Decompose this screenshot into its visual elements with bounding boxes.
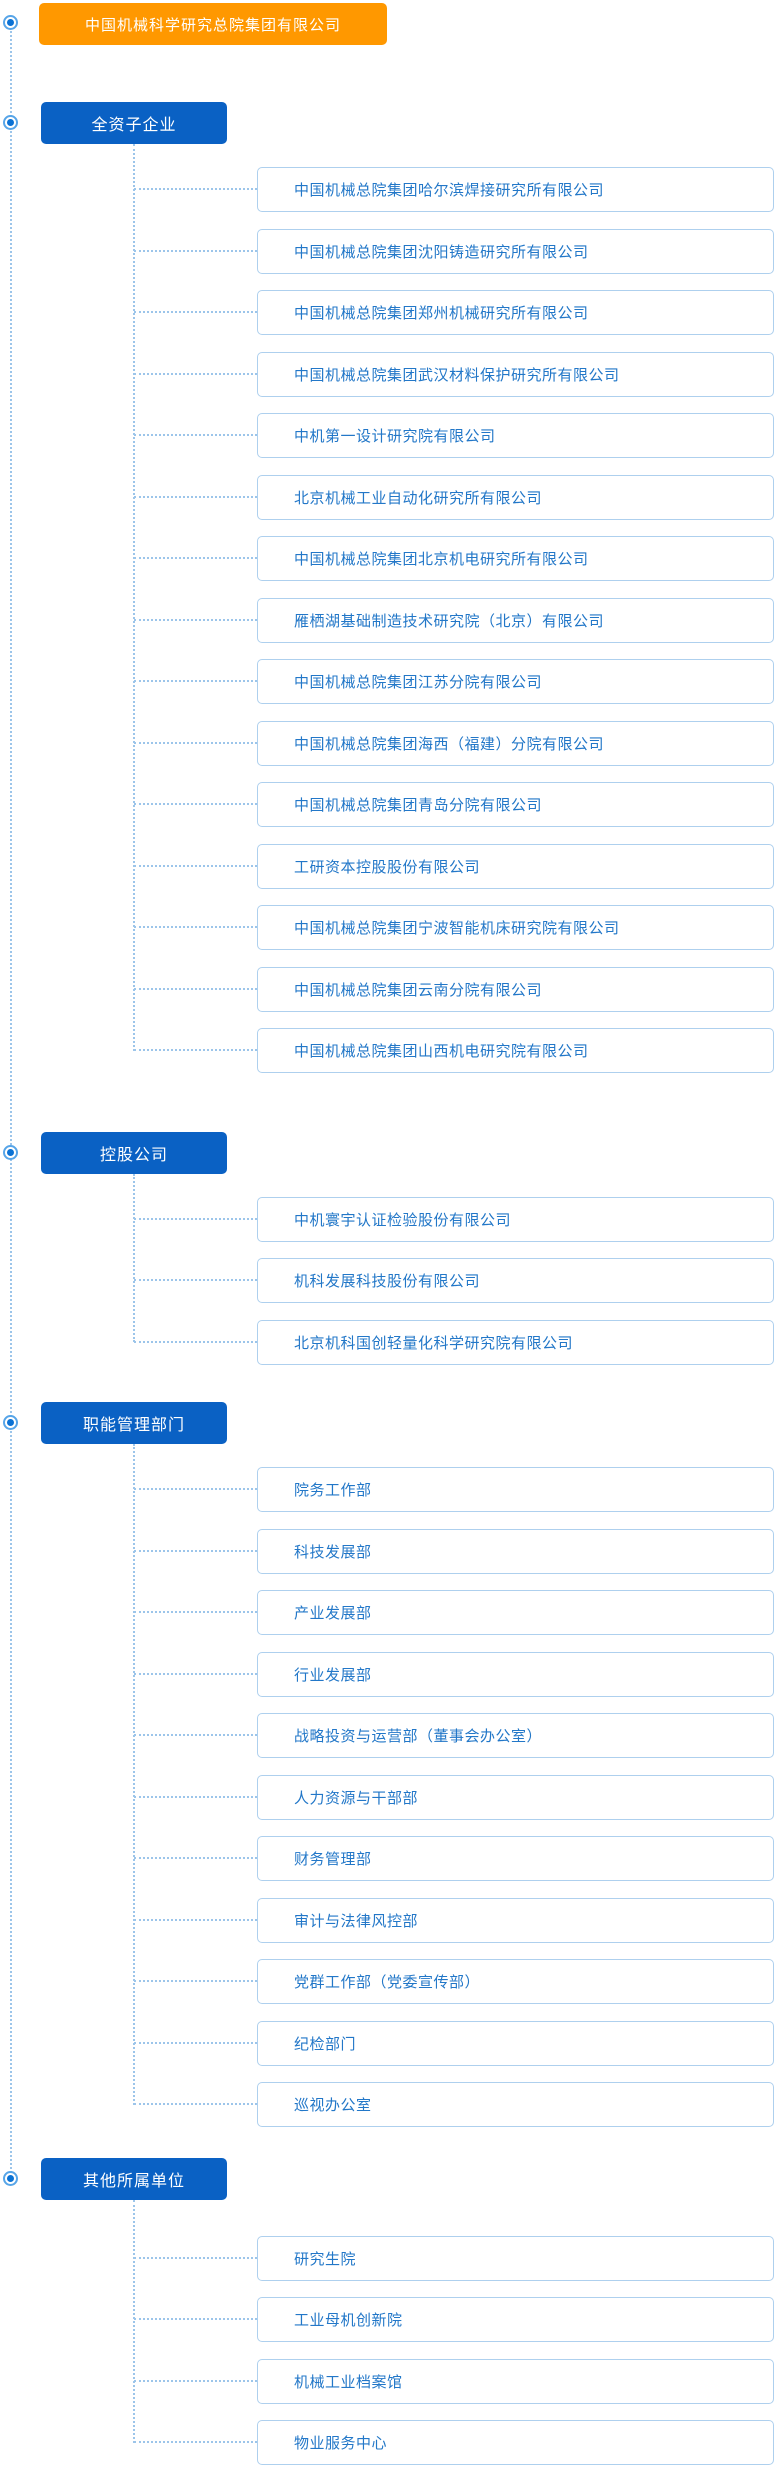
org-item-box[interactable]: 中国机械总院集团海西（福建）分院有限公司: [257, 720, 774, 766]
category-row: 控股公司: [0, 1131, 779, 1174]
org-item-row: 中机第一设计研究院有限公司: [0, 413, 779, 458]
root-org-box: 中国机械科学研究总院集团有限公司: [39, 3, 387, 45]
org-item-row: 中国机械总院集团哈尔滨焊接研究所有限公司: [0, 167, 779, 212]
category-children: 院务工作部 科技发展部 产业发展部 行业发展部 战略投资与运营部（董事会办公室）…: [0, 1444, 779, 2144]
category-row: 职能管理部门: [0, 1402, 779, 1444]
org-item-row: 机科发展科技股份有限公司: [0, 1258, 779, 1303]
org-item-row: 机械工业档案馆: [0, 2358, 779, 2404]
org-item-row: 产业发展部: [0, 1590, 779, 1635]
bullseye-icon: [3, 115, 18, 130]
org-item-row: 研究生院: [0, 2235, 779, 2281]
org-item-row: 中国机械总院集团山西机电研究院有限公司: [0, 1028, 779, 1073]
category-children: 研究生院 工业母机创新院 机械工业档案馆 物业服务中心: [0, 2199, 779, 2482]
category-row: 全资子企业: [0, 102, 779, 144]
org-item-box[interactable]: 工研资本控股股份有限公司: [257, 843, 774, 889]
org-item-row: 纪检部门: [0, 2020, 779, 2066]
org-item-row: 中国机械总院集团宁波智能机床研究院有限公司: [0, 905, 779, 950]
bullseye-icon: [3, 15, 18, 30]
org-item-box[interactable]: 机科发展科技股份有限公司: [257, 1258, 774, 1303]
org-item-box[interactable]: 研究生院: [257, 2235, 774, 2281]
org-item-row: 中国机械总院集团武汉材料保护研究所有限公司: [0, 351, 779, 397]
bullseye-icon: [3, 2170, 18, 2186]
category-box[interactable]: 控股公司: [41, 1131, 227, 1174]
org-item-row: 科技发展部: [0, 1528, 779, 1574]
org-section: 控股公司 中机寰宇认证检验股份有限公司 机科发展科技股份有限公司 北京机科国创轻…: [0, 1131, 779, 1382]
org-item-row: 行业发展部: [0, 1651, 779, 1697]
org-section: 全资子企业 中国机械总院集团哈尔滨焊接研究所有限公司 中国机械总院集团沈阳铸造研…: [0, 102, 779, 1090]
org-item-row: 巡视办公室: [0, 2082, 779, 2127]
org-item-box[interactable]: 北京机科国创轻量化科学研究院有限公司: [257, 1319, 774, 1365]
org-item-row: 人力资源与干部部: [0, 1774, 779, 1820]
org-item-row: 中国机械总院集团沈阳铸造研究所有限公司: [0, 228, 779, 274]
main-vertical-connector: [10, 24, 12, 2180]
org-item-box[interactable]: 中国机械总院集团云南分院有限公司: [257, 966, 774, 1012]
org-item-row: 中机寰宇认证检验股份有限公司: [0, 1196, 779, 1242]
org-item-box[interactable]: 行业发展部: [257, 1651, 774, 1697]
org-item-box[interactable]: 北京机械工业自动化研究所有限公司: [257, 474, 774, 520]
org-item-box[interactable]: 中国机械总院集团沈阳铸造研究所有限公司: [257, 228, 774, 274]
bullseye-icon: [3, 1415, 18, 1430]
org-item-box[interactable]: 中国机械总院集团山西机电研究院有限公司: [257, 1028, 774, 1073]
org-item-box[interactable]: 机械工业档案馆: [257, 2358, 774, 2404]
org-item-row: 北京机科国创轻量化科学研究院有限公司: [0, 1319, 779, 1365]
org-item-box[interactable]: 中国机械总院集团青岛分院有限公司: [257, 782, 774, 827]
category-box[interactable]: 职能管理部门: [41, 1402, 227, 1444]
org-item-row: 工研资本控股股份有限公司: [0, 843, 779, 889]
org-item-row: 中国机械总院集团北京机电研究所有限公司: [0, 536, 779, 581]
org-item-box[interactable]: 中国机械总院集团郑州机械研究所有限公司: [257, 290, 774, 335]
org-item-row: 党群工作部（党委宣传部）: [0, 1959, 779, 2004]
org-item-row: 工业母机创新院: [0, 2297, 779, 2342]
org-item-row: 战略投资与运营部（董事会办公室）: [0, 1713, 779, 1758]
org-item-box[interactable]: 科技发展部: [257, 1528, 774, 1574]
root-node: 中国机械科学研究总院集团有限公司: [0, 0, 779, 45]
org-item-row: 财务管理部: [0, 1836, 779, 1881]
category-box[interactable]: 其他所属单位: [41, 2157, 227, 2200]
org-item-box[interactable]: 物业服务中心: [257, 2420, 774, 2465]
org-section: 职能管理部门 院务工作部 科技发展部 产业发展部 行业发展部 战略投资与运营部（…: [0, 1402, 779, 2144]
category-box[interactable]: 全资子企业: [41, 102, 227, 144]
bullseye-icon: [3, 1144, 18, 1160]
org-item-box[interactable]: 中国机械总院集团哈尔滨焊接研究所有限公司: [257, 167, 774, 212]
org-section: 其他所属单位 研究生院 工业母机创新院 机械工业档案馆 物业服务中心: [0, 2157, 779, 2482]
org-item-row: 物业服务中心: [0, 2420, 779, 2465]
category-children: 中机寰宇认证检验股份有限公司 机科发展科技股份有限公司 北京机科国创轻量化科学研…: [0, 1173, 779, 1382]
org-item-box[interactable]: 战略投资与运营部（董事会办公室）: [257, 1713, 774, 1758]
org-item-row: 雁栖湖基础制造技术研究院（北京）有限公司: [0, 597, 779, 643]
category-row: 其他所属单位: [0, 2157, 779, 2200]
org-item-row: 中国机械总院集团云南分院有限公司: [0, 966, 779, 1012]
org-item-row: 审计与法律风控部: [0, 1897, 779, 1943]
org-item-box[interactable]: 中国机械总院集团武汉材料保护研究所有限公司: [257, 351, 774, 397]
org-item-row: 中国机械总院集团郑州机械研究所有限公司: [0, 290, 779, 335]
org-item-box[interactable]: 巡视办公室: [257, 2082, 774, 2127]
org-item-box[interactable]: 中国机械总院集团宁波智能机床研究院有限公司: [257, 905, 774, 950]
org-item-row: 院务工作部: [0, 1467, 779, 1512]
org-item-row: 北京机械工业自动化研究所有限公司: [0, 474, 779, 520]
org-item-box[interactable]: 人力资源与干部部: [257, 1774, 774, 1820]
org-item-box[interactable]: 纪检部门: [257, 2020, 774, 2066]
org-item-box[interactable]: 审计与法律风控部: [257, 1897, 774, 1943]
org-item-box[interactable]: 中国机械总院集团北京机电研究所有限公司: [257, 536, 774, 581]
org-sections: 全资子企业 中国机械总院集团哈尔滨焊接研究所有限公司 中国机械总院集团沈阳铸造研…: [0, 102, 779, 2482]
org-item-row: 中国机械总院集团青岛分院有限公司: [0, 782, 779, 827]
org-item-box[interactable]: 中机寰宇认证检验股份有限公司: [257, 1196, 774, 1242]
org-item-box[interactable]: 党群工作部（党委宣传部）: [257, 1959, 774, 2004]
org-item-box[interactable]: 工业母机创新院: [257, 2297, 774, 2342]
org-item-box[interactable]: 中国机械总院集团江苏分院有限公司: [257, 659, 774, 704]
org-item-box[interactable]: 院务工作部: [257, 1467, 774, 1512]
org-item-box[interactable]: 雁栖湖基础制造技术研究院（北京）有限公司: [257, 597, 774, 643]
category-children: 中国机械总院集团哈尔滨焊接研究所有限公司 中国机械总院集团沈阳铸造研究所有限公司…: [0, 144, 779, 1090]
org-item-box[interactable]: 中机第一设计研究院有限公司: [257, 413, 774, 458]
org-item-row: 中国机械总院集团海西（福建）分院有限公司: [0, 720, 779, 766]
org-item-box[interactable]: 产业发展部: [257, 1590, 774, 1635]
org-item-row: 中国机械总院集团江苏分院有限公司: [0, 659, 779, 704]
org-item-box[interactable]: 财务管理部: [257, 1836, 774, 1881]
